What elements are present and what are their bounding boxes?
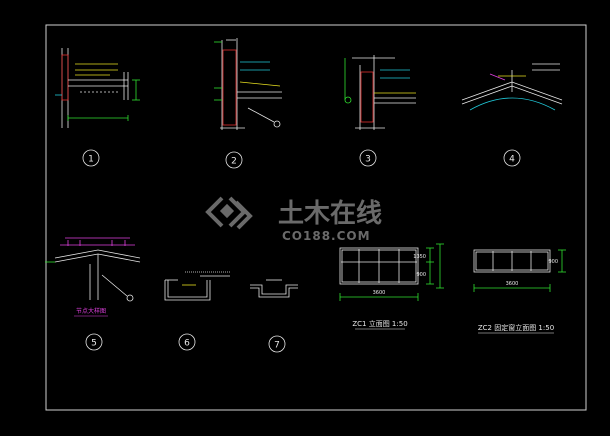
watermark-url: CO188.COM (282, 229, 371, 243)
co188-logo-icon (205, 196, 253, 230)
detail-2-number: 2 (231, 157, 237, 167)
detail-4-marker: 4 (503, 149, 521, 167)
detail-3-section (344, 55, 416, 130)
zc1-elevation (339, 243, 444, 301)
zc2-height-dimension: 900 (548, 259, 558, 265)
detail-7-section (250, 279, 298, 298)
zc1-width-dimension: 3600 (373, 290, 386, 296)
detail-2-section (214, 38, 282, 130)
detail-1-section (55, 48, 140, 128)
zc1-title: ZC1 立面图 1:50 (352, 319, 407, 328)
zc2-width-dimension: 3600 (506, 281, 519, 287)
detail-4-section (461, 63, 563, 111)
detail-5-marker: 5 (85, 333, 103, 351)
zc1-height-dimension-2: 900 (416, 272, 426, 278)
zc2-title: ZC2 固定窗立面图 1:50 (478, 323, 554, 332)
watermark-brand: 土木在线 (278, 199, 382, 229)
detail-3-marker: 3 (359, 149, 377, 167)
detail-6-marker: 6 (178, 333, 196, 351)
detail-1-marker: 1 (82, 149, 100, 167)
detail-7-marker: 7 (268, 335, 286, 353)
detail-2-marker: 2 (225, 151, 243, 169)
detail-6-section (164, 271, 230, 301)
detail-1-number: 1 (88, 155, 94, 165)
detail-5-section (45, 237, 141, 302)
detail-6-number: 6 (184, 339, 190, 349)
detail-4-number: 4 (509, 155, 515, 165)
detail-5-caption: 节点大样图 (76, 307, 106, 315)
detail-5-number: 5 (91, 339, 97, 349)
zc2-elevation (473, 249, 566, 292)
drawing-frame (45, 24, 587, 411)
detail-3-number: 3 (365, 155, 371, 165)
zc1-height-dimension-1: 1350 (413, 254, 426, 260)
detail-7-number: 7 (274, 341, 280, 351)
